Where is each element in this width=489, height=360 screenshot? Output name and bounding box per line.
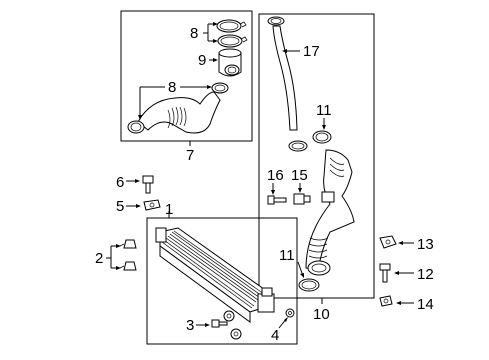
clamp-icon [211,82,229,94]
callout-8: 8 [190,25,198,42]
group-box-1 [146,211,298,345]
clamp-icon [312,130,332,144]
callout-17: 17 [303,43,320,60]
air-duct-hose-icon [305,149,355,276]
nut-icon [230,328,242,340]
callout-15: 15 [291,167,308,184]
bolt-icon [211,319,228,328]
callout-5: 5 [116,198,124,215]
nut-icon [223,310,235,322]
callout-11: 11 [316,102,332,119]
bracket-icon [143,199,161,211]
callout-6: 6 [116,174,124,191]
group-box-7 [120,10,253,146]
callout-7: 7 [186,147,194,164]
callout-2: 2 [95,250,103,267]
callout-16: 16 [267,167,284,184]
callout-8: 8 [168,79,176,96]
clamp-icon [217,34,248,48]
air-duct-hose-icon [127,91,221,134]
sensor-icon [293,193,311,205]
clip-icon [379,235,397,249]
group-box-10 [258,13,375,304]
clamp-icon [216,19,247,33]
callout-10: 10 [313,306,330,323]
coupler-icon [218,48,242,77]
nut-icon [379,295,393,307]
callout-9: 9 [198,52,206,69]
callout-3: 3 [186,317,194,334]
bolt-icon [379,263,391,283]
callout-14: 14 [417,296,434,313]
pipe-tube-icon [267,16,298,131]
clamp-icon [298,278,320,292]
bolt-icon [142,175,154,194]
callout-11: 11 [279,247,295,264]
intercooler-icon [155,227,275,323]
screw-icon [119,261,137,271]
clamp-icon [288,140,308,152]
callout-13: 13 [417,236,434,253]
bolt-icon [267,195,287,205]
screw-icon [119,239,137,249]
callout-4: 4 [271,327,279,344]
callout-12: 12 [417,266,434,283]
nut-icon [285,308,295,318]
callout-1: 1 [165,201,173,218]
